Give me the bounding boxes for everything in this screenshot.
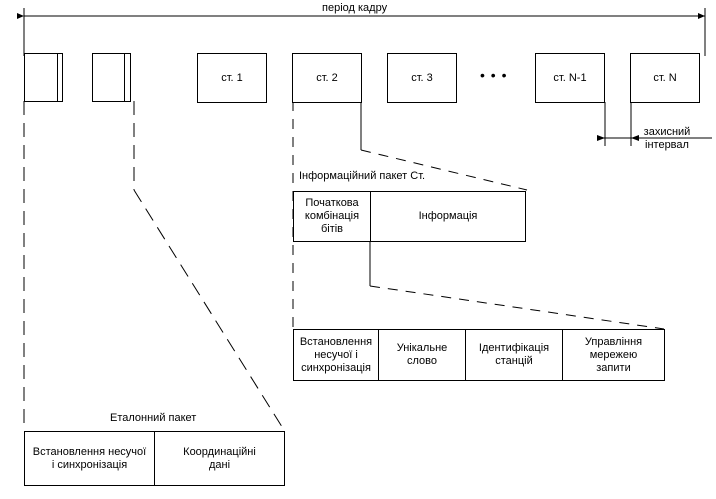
expand-ref-right-diagonal: [133, 189, 285, 431]
info-field-information: Інформація: [418, 210, 478, 222]
info-field-initial-bits: Початкова комбінація бітів: [294, 192, 371, 241]
ref-burst-1-box: [24, 53, 63, 102]
preamble-field-network-control: Управління мережею запити: [584, 335, 643, 374]
guard-arrowhead-right: [631, 135, 639, 141]
info-packet-title: Інформаційний пакет Ст.: [299, 170, 426, 182]
preamble-field-carrier-sync: Встановлення несучої і синхронізація: [294, 330, 379, 380]
slot-station-n: ст. N: [630, 53, 700, 103]
frame-period-label: період кадру: [322, 2, 388, 14]
slot-station-2: ст. 2: [292, 53, 362, 103]
guard-arrowhead-left: [597, 135, 605, 141]
reference-field-carrier-sync: Встановлення несучої і синхронізація: [25, 432, 155, 485]
reference-packet-title: Еталонний пакет: [110, 412, 197, 424]
slot-station-3: ст. 3: [387, 53, 457, 103]
preamble-field-unique-word: Унікальне слово: [379, 330, 466, 380]
slot-station-n-minus-1: ст. N-1: [535, 53, 605, 103]
slots-ellipsis: • • •: [480, 67, 508, 83]
reference-field-coordination-data: Координаційні дані: [183, 445, 256, 471]
expand-init-dashed: [369, 285, 665, 330]
preamble-box: [293, 329, 665, 381]
guard-interval-label: захисний інтервал: [643, 126, 691, 151]
preamble-field-station-id: Ідентифікація станцій: [466, 330, 563, 380]
slot-station-1: ст. 1: [197, 53, 267, 103]
info-packet-box: [293, 191, 526, 242]
